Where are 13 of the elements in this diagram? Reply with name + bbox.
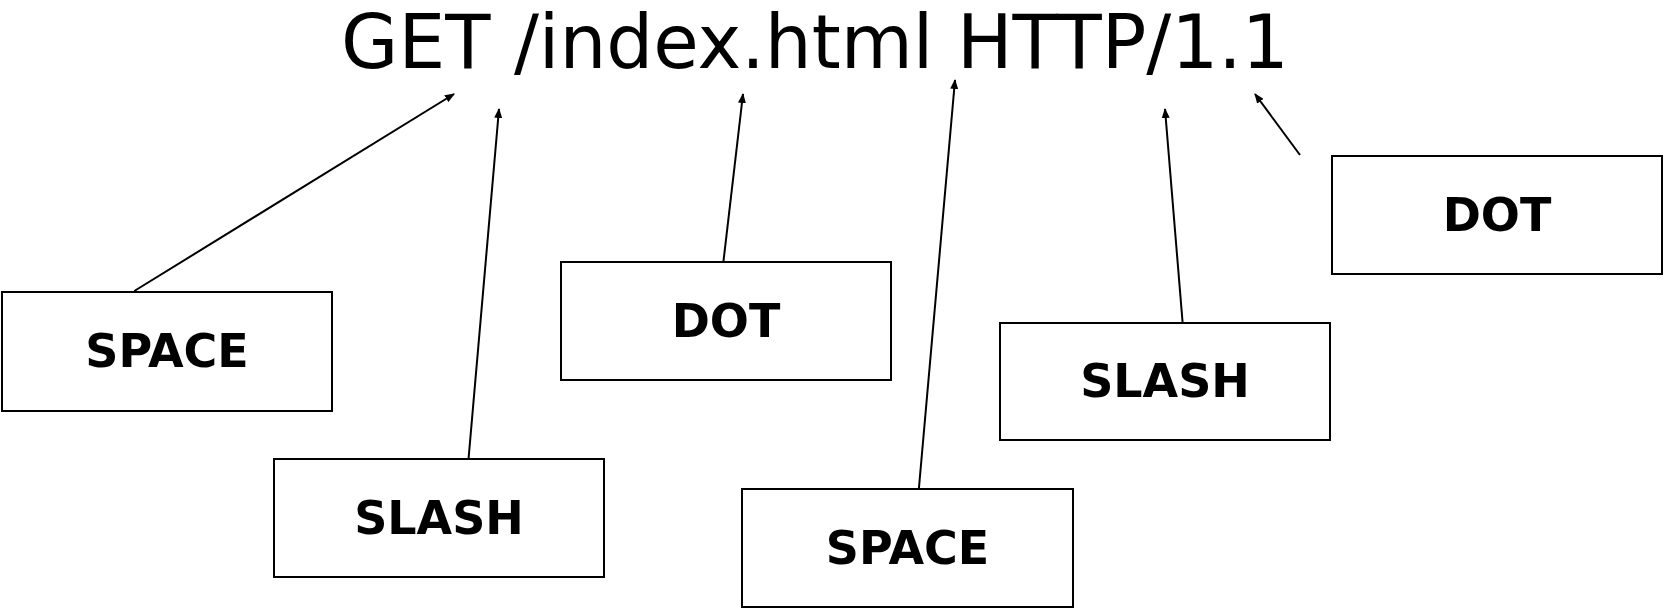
- arrow: [133, 93, 455, 292]
- arrow: [1254, 93, 1301, 156]
- arrow: [467, 108, 503, 459]
- arrow: [722, 93, 746, 262]
- request-line-text: GET /index.html HTTP/1.1: [330, 0, 1300, 85]
- label-box: DOT: [1331, 155, 1663, 275]
- label-box: SLASH: [999, 322, 1331, 441]
- arrow: [1161, 108, 1184, 323]
- label-box: DOT: [560, 261, 892, 381]
- label-box: SPACE: [741, 488, 1074, 608]
- label-box: SPACE: [1, 291, 333, 412]
- arrow: [917, 79, 959, 489]
- label-box: SLASH: [273, 458, 605, 578]
